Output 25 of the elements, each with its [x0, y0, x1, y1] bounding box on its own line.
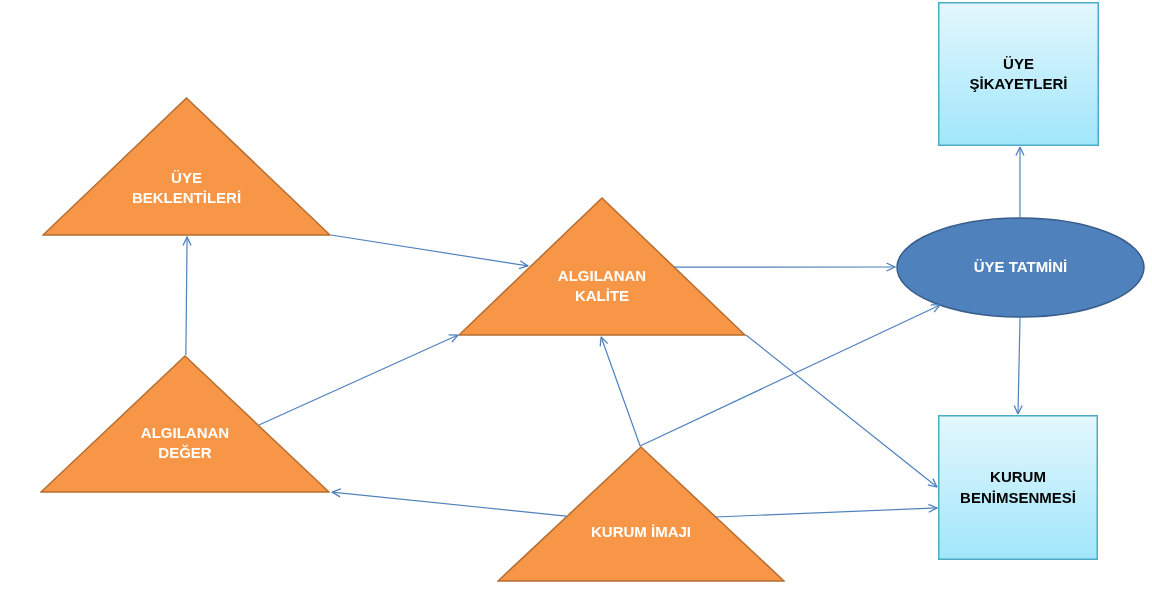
triangle-node: [497, 446, 785, 582]
rectangle-node: [938, 2, 1099, 146]
arrow: [714, 503, 938, 518]
arrow: [599, 336, 641, 447]
triangle-node: [458, 197, 746, 336]
arrow: [258, 334, 459, 426]
arrow: [673, 262, 896, 272]
arrow: [1013, 317, 1023, 415]
arrow: [331, 488, 567, 517]
triangle-node: [42, 97, 331, 236]
arrow: [745, 334, 938, 488]
node-label: ÜYE TATMİNİ: [973, 257, 1068, 278]
node-label: ÜYE BEKLENTİLERİ: [130, 167, 243, 208]
triangle-node: [40, 355, 330, 493]
rectangle-node: [938, 415, 1098, 560]
node-label: KURUM BENİMSENMESİ: [959, 467, 1077, 508]
arrow: [330, 234, 529, 270]
node-label: KURUM İMAJI: [591, 521, 691, 542]
node-label: ÜYE ŞİKAYETLERİ: [968, 53, 1069, 94]
arrow: [639, 304, 941, 447]
node-label: ALGILANAN KALİTE: [556, 265, 648, 306]
ellipse-node: [896, 217, 1145, 318]
arrow: [1015, 146, 1025, 218]
arrow: [182, 236, 192, 356]
node-label: ALGILANAN DEĞER: [139, 422, 231, 463]
